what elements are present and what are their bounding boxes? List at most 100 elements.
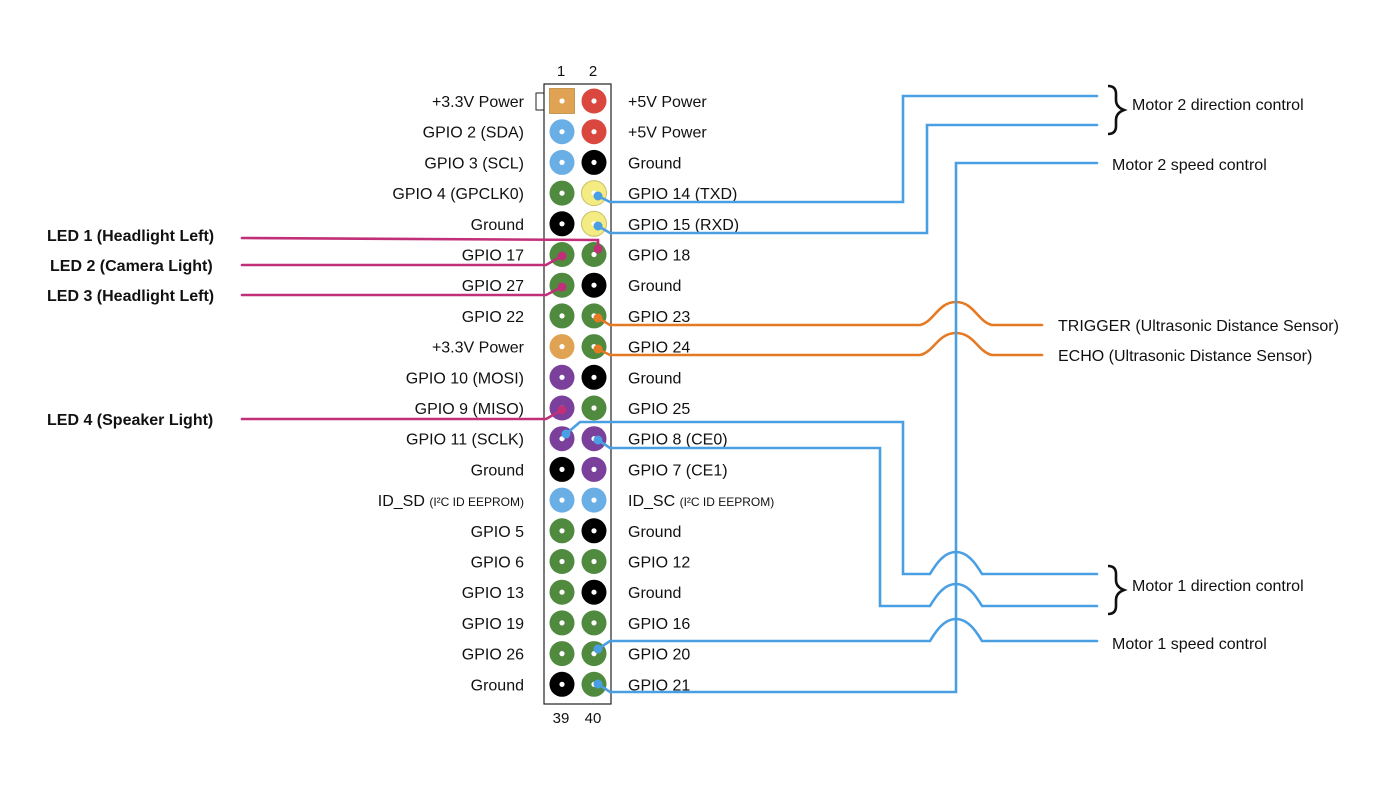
label-led4: LED 4 (Speaker Light) — [47, 412, 213, 429]
wire-led4 — [240, 408, 564, 421]
pin-label-left: Ground — [471, 677, 524, 694]
pin-center-dot — [591, 620, 597, 626]
wire-led2 — [240, 254, 564, 267]
endpoint-dot — [593, 191, 603, 201]
pin-label-left: GPIO 19 — [462, 616, 524, 633]
pin1-marker — [535, 92, 545, 111]
pin-label-right: ID_SC (I²C ID EEPROM) — [628, 493, 774, 510]
endpoint-dot — [557, 251, 567, 261]
pin-center-dot — [559, 98, 565, 104]
header-outline — [543, 83, 612, 705]
wire-motor1-dir-a — [564, 420, 1099, 576]
endpoint-dot — [593, 244, 603, 254]
pin-center-dot — [559, 374, 565, 380]
endpoint-dot — [557, 282, 567, 292]
pin-center-dot — [591, 159, 597, 165]
wire-motor1-speed — [596, 617, 1099, 651]
pin-center-dot — [559, 528, 565, 534]
pin-label-left: GPIO 6 — [471, 555, 524, 572]
pin-center-dot — [591, 589, 597, 595]
pin-center-dot — [559, 313, 565, 319]
label-motor2-speed: Motor 2 speed control — [1112, 157, 1267, 174]
label-led3: LED 3 (Headlight Left) — [47, 288, 214, 305]
pin-label-left: GPIO 11 (SCLK) — [406, 432, 524, 449]
pin-label-left: GPIO 3 (SCL) — [424, 155, 524, 172]
endpoint-dot — [593, 435, 603, 445]
pin-label-left: GPIO 10 (MOSI) — [406, 370, 524, 387]
pin-center-dot — [559, 129, 565, 135]
pin-center-dot — [591, 466, 597, 472]
pin-label-left: GPIO 5 — [471, 524, 524, 541]
pin-label-left: Ground — [471, 217, 524, 234]
pin-number-39: 39 — [553, 710, 570, 727]
pin-center-dot — [591, 405, 597, 411]
pin-center-dot — [559, 620, 565, 626]
motor-wires — [564, 94, 1099, 694]
label-motor1-speed: Motor 1 speed control — [1112, 636, 1267, 653]
pin-label-right: GPIO 15 (RXD) — [628, 217, 739, 234]
pin-center-dot — [591, 282, 597, 288]
pin-center-dot — [591, 497, 597, 503]
pin-label-right: Ground — [628, 370, 681, 387]
wire-motor2-speed — [596, 161, 1099, 694]
pin-center-dot — [559, 466, 565, 472]
pin-label-right: GPIO 24 — [628, 340, 690, 357]
pin-label-right: GPIO 25 — [628, 401, 690, 418]
label-led1: LED 1 (Headlight Left) — [47, 228, 214, 245]
brace-motor1 — [1107, 564, 1128, 616]
pin-label-right: GPIO 20 — [628, 647, 690, 664]
label-led2: LED 2 (Camera Light) — [50, 258, 213, 275]
brace-motor2 — [1107, 84, 1128, 136]
wire-endpoints — [557, 191, 603, 689]
pin-label-left: GPIO 17 — [462, 248, 524, 265]
pin-label-left: GPIO 4 (GPCLK0) — [392, 186, 524, 203]
endpoint-dot — [593, 313, 603, 323]
pin-center-dot — [591, 528, 597, 534]
pin-label-right: GPIO 18 — [628, 248, 690, 265]
pin-number-2: 2 — [589, 63, 597, 80]
endpoint-dot — [593, 644, 603, 654]
pin-center-dot — [559, 344, 565, 350]
pin-label-right: GPIO 16 — [628, 616, 690, 633]
pin-center-dot — [591, 374, 597, 380]
pin-label-right: Ground — [628, 524, 681, 541]
pin-center-dot — [559, 497, 565, 503]
pin-center-dot — [559, 589, 565, 595]
pin-label-right: +5V Power — [628, 125, 707, 142]
pin-label-right: GPIO 8 (CE0) — [628, 432, 728, 449]
endpoint-dot — [593, 679, 603, 689]
wire-led3 — [240, 285, 564, 297]
pin-label-left: GPIO 26 — [462, 647, 524, 664]
pin-label-right: GPIO 23 — [628, 309, 690, 326]
pin-center-dot — [591, 251, 597, 258]
pin-label-left: Ground — [471, 462, 524, 479]
endpoint-dot — [561, 429, 571, 439]
label-motor2-direction: Motor 2 direction control — [1132, 97, 1304, 114]
wire-motor2-dir-b — [596, 123, 1099, 235]
pin-number-40: 40 — [585, 710, 602, 727]
pin-label-right: GPIO 21 — [628, 677, 690, 694]
pin-label-right: GPIO 12 — [628, 555, 690, 572]
wire-motor1-dir-b — [596, 438, 1099, 608]
endpoint-dot — [593, 221, 603, 231]
endpoint-dot — [557, 405, 567, 415]
pin-label-left: GPIO 27 — [462, 278, 524, 295]
pin-center-dot — [559, 159, 565, 165]
pin-center-dot — [559, 651, 565, 657]
pin-label-left: ID_SD (I²C ID EEPROM) — [378, 493, 524, 510]
pin-label-left: GPIO 13 — [462, 585, 524, 602]
pin-center-dot — [559, 190, 565, 196]
pin-label-left: GPIO 22 — [462, 309, 524, 326]
pin-label-right: GPIO 14 (TXD) — [628, 186, 737, 203]
pin-label-right: Ground — [628, 585, 681, 602]
pin-center-dot — [559, 221, 565, 227]
pin-center-dot — [591, 98, 597, 104]
pin-grid — [549, 88, 607, 697]
pin-label-left: +3.3V Power — [432, 340, 525, 357]
pin-center-dot — [559, 558, 565, 565]
pin-center-dot — [591, 129, 597, 135]
label-echo: ECHO (Ultrasonic Distance Sensor) — [1058, 348, 1312, 365]
pin-label-left: GPIO 9 (MISO) — [415, 401, 524, 418]
